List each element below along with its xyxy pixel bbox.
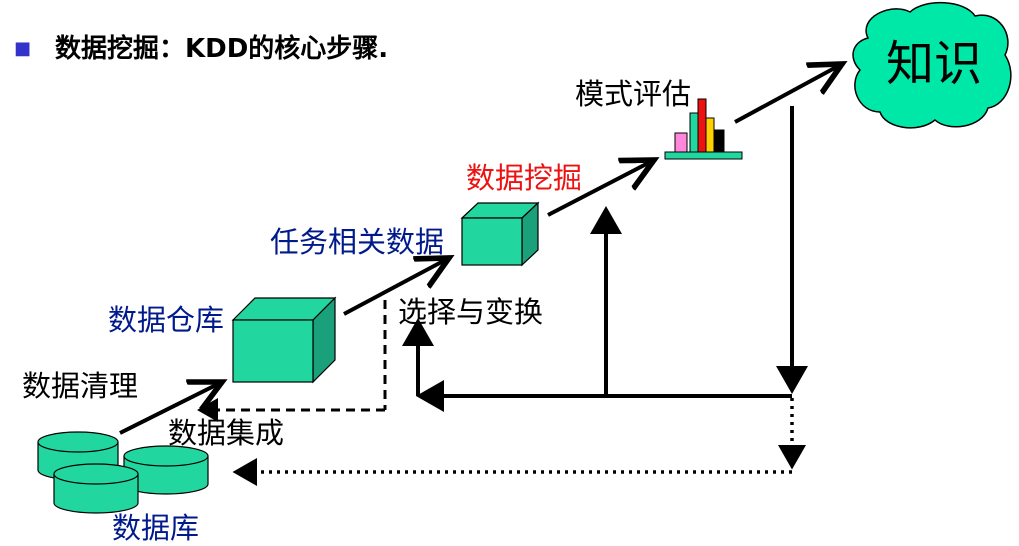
arrow-evaluation-to-knowledge bbox=[734, 64, 842, 124]
selection-label: 选择与变换 bbox=[398, 295, 543, 329]
arrow-task-to-mining bbox=[547, 160, 654, 217]
arrow-db-to-warehouse bbox=[119, 382, 222, 435]
feedback-solid bbox=[402, 106, 808, 412]
mining-label: 数据挖掘 bbox=[466, 161, 582, 195]
bullet-icon: ■ bbox=[14, 38, 31, 59]
database-label: 数据库 bbox=[112, 511, 199, 545]
cleaning-label: 数据清理 bbox=[22, 369, 138, 403]
feedback-dotted bbox=[232, 398, 806, 486]
task-data-cube bbox=[460, 201, 540, 267]
bar-chart-icon bbox=[664, 98, 743, 160]
database-icon bbox=[37, 431, 209, 514]
warehouse-label: 数据仓库 bbox=[108, 303, 224, 337]
knowledge-cloud: 知识 bbox=[852, 1, 1012, 129]
arrow-warehouse-to-task bbox=[343, 258, 449, 316]
title-text: 数据挖掘：KDD的核心步骤. bbox=[55, 33, 388, 64]
process-arrows bbox=[119, 64, 842, 435]
feedback-dashed bbox=[197, 300, 387, 422]
slide-title: ■ 数据挖掘：KDD的核心步骤. bbox=[14, 33, 388, 64]
evaluation-label: 模式评估 bbox=[575, 77, 691, 111]
integration-label: 数据集成 bbox=[168, 416, 284, 450]
knowledge-label: 知识 bbox=[886, 36, 982, 92]
task-data-label: 任务相关数据 bbox=[270, 225, 444, 259]
warehouse-cube bbox=[231, 296, 337, 384]
